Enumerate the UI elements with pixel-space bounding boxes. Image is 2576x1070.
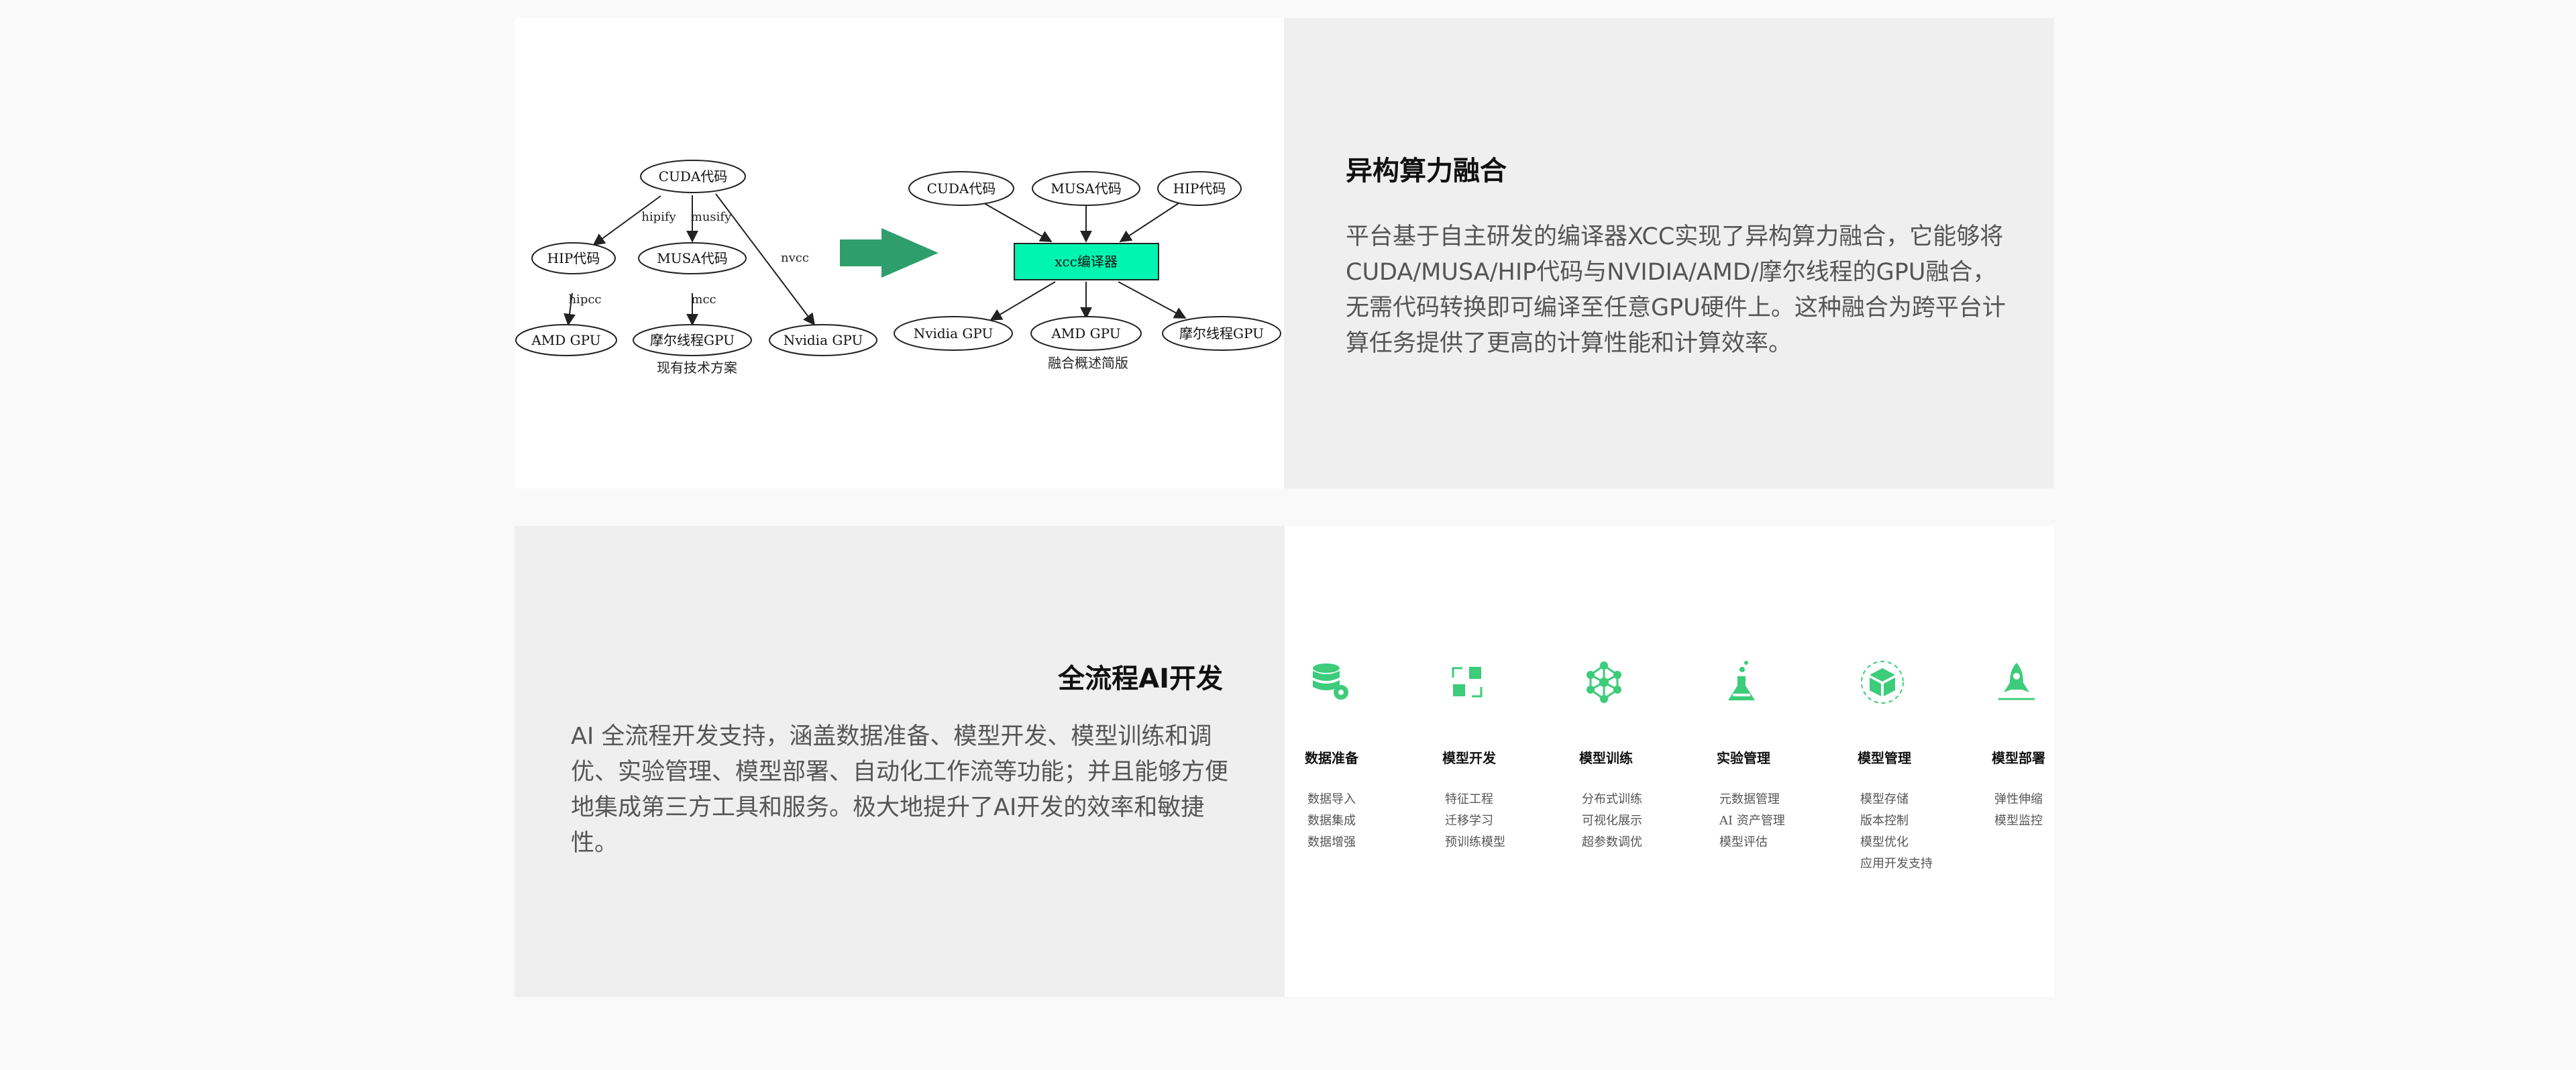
- edge-label-musify: musify: [691, 210, 732, 224]
- feature-item: 超参数调优: [1582, 835, 1642, 849]
- caption-existing: 现有技术方案: [657, 360, 737, 376]
- heterogeneous-diagram-panel: hipify musify nvcc hipcc mcc CUDA代码 HIP代…: [515, 18, 1284, 488]
- feature-model-dev: 模型开发 特征工程 迁移学习 预训练模型: [1432, 526, 1566, 997]
- feature-item: 模型评估: [1719, 835, 1768, 849]
- feature-model-deploy: 模型部署 弹性伸缩 模型监控: [1981, 526, 2115, 997]
- feature-item: 版本控制: [1860, 814, 1909, 828]
- feature-data-prep: 数据准备 数据导入 数据集成 数据增强: [1294, 526, 1428, 997]
- fnode-cuda-label: CUDA代码: [927, 180, 996, 197]
- fnode-musa: [1032, 171, 1140, 206]
- feature-item: AI 资产管理: [1719, 814, 1785, 828]
- fnode-amd-label: AMD GPU: [1051, 325, 1120, 341]
- section-description: AI 全流程开发支持，涵盖数据准备、模型开发、模型训练和调优、实验管理、模型部署…: [571, 723, 1229, 857]
- ai-features-panel: 数据准备 数据导入 数据集成 数据增强 模型开发 特征工程 迁移学习 预训练模型…: [1285, 526, 2054, 997]
- node-amd-label: AMD GPU: [531, 332, 600, 348]
- feature-item: 模型优化: [1860, 835, 1909, 849]
- node-nvidia-label: Nvidia GPU: [784, 332, 863, 348]
- node-cuda: [640, 160, 746, 193]
- edge-f-xcc-moore: [1118, 281, 1187, 319]
- transform-arrow-icon: [840, 228, 938, 278]
- node-moore-label: 摩尔线程GPU: [650, 332, 735, 348]
- edge-label-hipify: hipify: [641, 210, 676, 224]
- feature-item: 预训练模型: [1445, 835, 1505, 849]
- caption-fusion: 融合概述简版: [1048, 355, 1128, 371]
- node-hip: [531, 242, 616, 274]
- section-title: 异构算力融合: [1346, 156, 1507, 186]
- fnode-moore-label: 摩尔线程GPU: [1179, 325, 1264, 341]
- feature-item: 特征工程: [1445, 792, 1493, 806]
- network-icon: [1587, 661, 1621, 703]
- fnode-xcc: [1014, 243, 1159, 280]
- edge-label-nvcc: nvcc: [781, 251, 809, 265]
- edge-cuda-nvidia: [715, 193, 816, 326]
- feature-title: 模型开发: [1442, 750, 1496, 766]
- feature-title: 实验管理: [1717, 750, 1770, 766]
- edge-f-xcc-nvidia: [989, 281, 1056, 321]
- node-nvidia: [769, 324, 877, 356]
- edge-hip-amd: [564, 292, 576, 326]
- feature-item: 模型存储: [1860, 792, 1909, 806]
- feature-item: 数据集成: [1307, 814, 1356, 828]
- feature-title: 模型管理: [1858, 750, 1911, 766]
- feature-item: 数据导入: [1307, 792, 1356, 806]
- feature-model-mgmt: 模型管理 模型存储 版本控制 模型优化 应用开发支持: [1847, 526, 1981, 997]
- feature-item: 模型监控: [1994, 814, 2043, 828]
- node-amd: [515, 324, 617, 356]
- feature-title: 模型部署: [1992, 750, 2045, 766]
- node-hip-label: HIP代码: [547, 250, 600, 266]
- fnode-nvidia: [894, 316, 1013, 351]
- fnode-nvidia-label: Nvidia GPU: [914, 325, 994, 341]
- node-moore: [633, 324, 752, 356]
- section-title: 全流程AI开发: [1058, 663, 1223, 694]
- fnode-hip: [1157, 171, 1242, 206]
- edge-label-mcc: mcc: [691, 292, 716, 307]
- node-musa: [638, 242, 747, 274]
- feature-item: 元数据管理: [1719, 792, 1780, 806]
- feature-title: 数据准备: [1305, 750, 1358, 766]
- feature-experiment-mgmt: 实验管理 元数据管理 AI 资产管理 模型评估: [1706, 526, 1840, 997]
- heterogeneous-text-panel: 异构算力融合 平台基于自主研发的编译器XCC实现了异构算力融合，它能够将CUDA…: [1284, 18, 2054, 488]
- fnode-amd: [1030, 316, 1142, 351]
- edge-label-hipcc: hipcc: [568, 292, 601, 307]
- feature-item: 数据增强: [1307, 835, 1356, 849]
- fnode-hip-label: HIP代码: [1173, 180, 1226, 197]
- edge-f-hip-xcc: [1119, 203, 1179, 242]
- feature-title: 模型训练: [1579, 750, 1633, 766]
- database-icon: [1313, 663, 1348, 700]
- feature-item: 迁移学习: [1445, 814, 1493, 828]
- fnode-moore: [1162, 316, 1281, 351]
- ai-dev-text-panel: 全流程AI开发 AI 全流程开发支持，涵盖数据准备、模型开发、模型训练和调优、实…: [515, 526, 1285, 997]
- node-musa-label: MUSA代码: [657, 250, 727, 266]
- feature-item: 可视化展示: [1582, 814, 1642, 828]
- blocks-icon: [1452, 667, 1483, 698]
- compiler-diagram: hipify musify nvcc hipcc mcc CUDA代码 HIP代…: [515, 160, 1281, 376]
- feature-item: 分布式训练: [1582, 792, 1642, 806]
- cube-icon: [1861, 661, 1904, 704]
- flask-icon: [1728, 661, 1755, 700]
- rocket-icon: [1998, 663, 2035, 700]
- fnode-xcc-label: xcc编译器: [1055, 254, 1118, 270]
- feature-model-training: 模型训练 分布式训练 可视化展示 超参数调优: [1568, 526, 1703, 997]
- fnode-musa-label: MUSA代码: [1051, 180, 1121, 197]
- edge-f-cuda-xcc: [983, 203, 1053, 242]
- section-description: 平台基于自主研发的编译器XCC实现了异构算力融合，它能够将CUDA/MUSA/H…: [1346, 223, 2006, 357]
- edge-cuda-hip: [592, 195, 661, 246]
- node-cuda-label: CUDA代码: [659, 168, 728, 184]
- feature-item: 应用开发支持: [1860, 857, 1933, 871]
- feature-item: 弹性伸缩: [1994, 792, 2043, 806]
- fnode-cuda: [908, 171, 1014, 206]
